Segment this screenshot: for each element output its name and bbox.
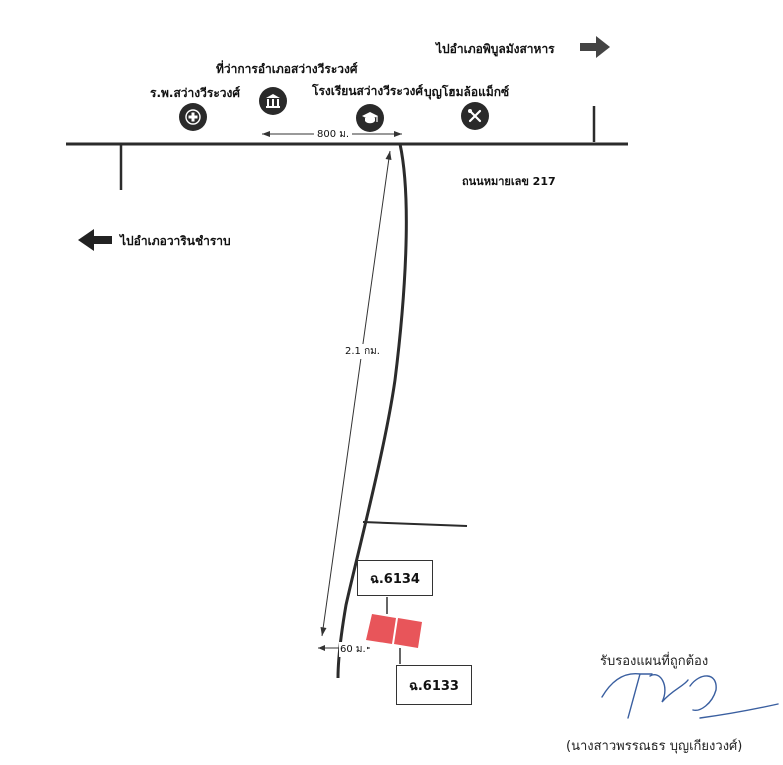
plot-branch-road xyxy=(362,521,468,527)
plot-6133-label: ฉ.6133 xyxy=(396,665,472,705)
graduation-cap-icon xyxy=(356,104,384,132)
direction-label-warin: ไปอำเภอวารินชำราบ xyxy=(120,234,231,248)
plot-6134-label: ฉ.6134 xyxy=(357,560,433,596)
road-name-label: ถนนหมายเลข 217 xyxy=(462,175,556,188)
certification-caption: รับรองแผนที่ถูกต้อง xyxy=(600,654,709,669)
side-road-line xyxy=(336,143,408,679)
distance-2km-arrow xyxy=(321,150,391,637)
distance-2km-label: 2.1 กม. xyxy=(343,344,382,359)
medical-cross-icon xyxy=(179,103,207,131)
landmark-label-shop: บุญโฮมล้อแม็กซ์ xyxy=(424,85,510,99)
direction-label-phibun: ไปอำเภอพิบูลมังสาหาร xyxy=(436,42,555,56)
arrow-left-icon xyxy=(78,229,112,251)
landmark-label-school: โรงเรียนสว่างวีระวงศ์ xyxy=(312,84,424,98)
landmark-label-district-office: ที่ว่าการอำเภอสว่างวีระวงศ์ xyxy=(216,62,358,76)
plot-6133-parcel xyxy=(394,618,422,648)
arrow-right-icon xyxy=(580,36,610,58)
plot-6134-parcel xyxy=(366,614,396,644)
distance-60-label: 60 ม. xyxy=(339,642,367,657)
tools-icon xyxy=(461,102,489,130)
signature-mark xyxy=(601,673,779,719)
landmark-label-hospital: ร.พ.สว่างวีระวงศ์ xyxy=(150,86,240,100)
government-building-icon xyxy=(259,87,287,115)
distance-800-label: 800 ม. xyxy=(314,127,353,142)
certifier-name: (นางสาวพรรณธร บุญเกียงวงศ์) xyxy=(566,739,743,754)
